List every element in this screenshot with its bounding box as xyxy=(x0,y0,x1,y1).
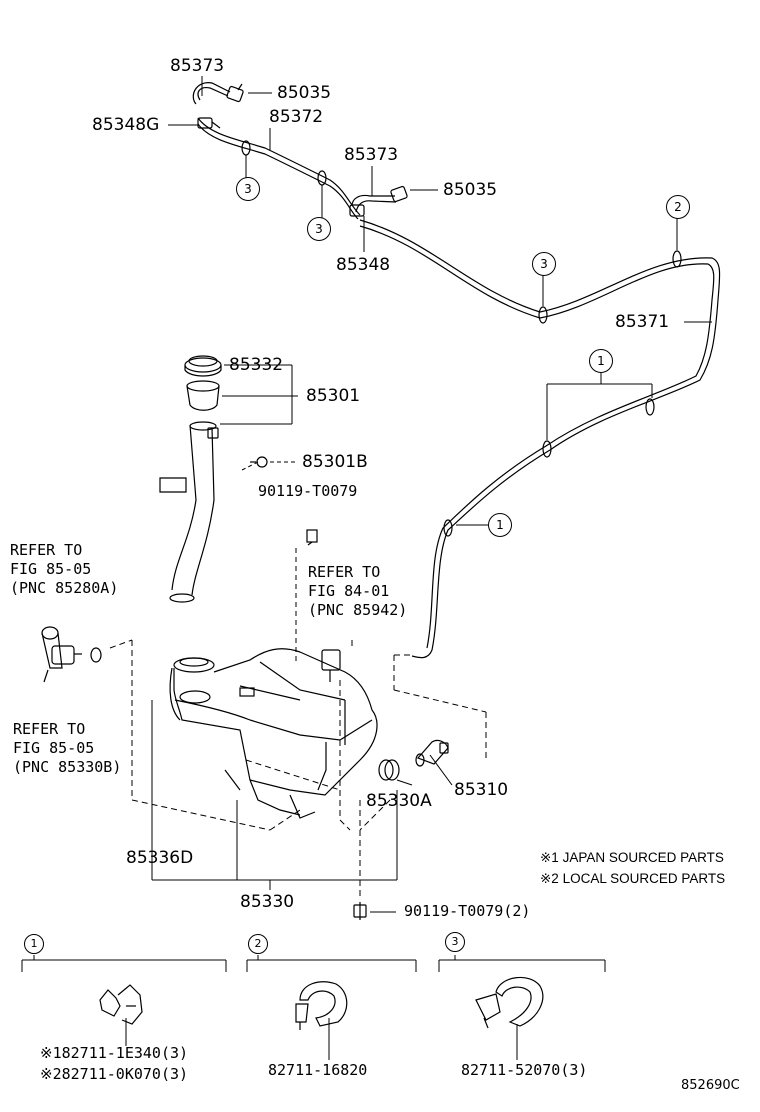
clamp-ref-1: 1 xyxy=(589,349,613,373)
hose-85373-mid xyxy=(351,185,408,213)
part-label-85348G: 85348G xyxy=(92,115,160,135)
part-label-85371: 85371 xyxy=(615,312,670,332)
clamp-ref-1: 1 xyxy=(24,934,44,954)
part-label-85332: 85332 xyxy=(229,355,284,375)
refer-note-line: REFER TO xyxy=(13,720,86,738)
legend-japan-sourced: ※1 JAPAN SOURCED PARTS xyxy=(540,850,724,865)
clamp-ref-3: 3 xyxy=(236,177,260,201)
clamp-part-3: 82711-52070(3) xyxy=(461,1061,588,1079)
part-label-85330A: 85330A xyxy=(366,791,432,811)
part-label-85035-mid: 85035 xyxy=(443,180,498,200)
clamp-ref-1: 1 xyxy=(488,513,512,537)
clamp-brackets xyxy=(21,955,606,1060)
part-label-85035-top: 85035 xyxy=(277,83,332,103)
strainer-85301 xyxy=(186,380,220,411)
refer-note-line: FIG 84-01 xyxy=(308,582,390,600)
clamp-markers xyxy=(241,140,682,537)
part-label-85372: 85372 xyxy=(269,107,324,127)
clamp-type-2 xyxy=(295,981,348,1030)
reference-lines xyxy=(109,639,487,900)
part-label-85301B: 85301B xyxy=(302,452,368,472)
part-label-85301: 85301 xyxy=(306,386,361,406)
refer-note-line: REFER TO xyxy=(10,541,83,559)
diagram-code: 852690C xyxy=(681,1078,740,1093)
joint-85348G xyxy=(197,117,221,129)
sensor-bracket xyxy=(321,649,341,682)
cap-85332 xyxy=(184,355,222,377)
leader-lines xyxy=(151,76,712,913)
clamp-part-1-japan: ※182711-1E340(3) xyxy=(40,1044,189,1062)
refer-note-line: (PNC 85330B) xyxy=(13,758,122,776)
refer-note-line: (PNC 85942) xyxy=(308,601,408,619)
hose-85373-top xyxy=(192,82,244,105)
hose-85371 xyxy=(359,219,721,659)
part-label-85373-top: 85373 xyxy=(170,56,225,76)
bolt-90119-lower xyxy=(353,902,367,920)
clamp-ref-2: 2 xyxy=(666,195,690,219)
tank-85330 xyxy=(169,648,378,819)
refer-note-line: REFER TO xyxy=(308,563,381,581)
pump-85310 xyxy=(415,739,449,767)
refer-note-line: (PNC 85280A) xyxy=(10,579,119,597)
joint-85348 xyxy=(349,204,365,217)
pump-ref-85280A xyxy=(41,626,102,683)
clamp-type-1 xyxy=(99,984,143,1025)
clamp-ref-3: 3 xyxy=(532,252,556,276)
hose-85372 xyxy=(197,117,361,220)
part-label-90119-upper: 90119-T0079 xyxy=(258,482,358,500)
bolt-90119-upper xyxy=(306,529,318,546)
grommet-85330A xyxy=(378,759,400,781)
clamp-ref-2: 2 xyxy=(248,934,268,954)
part-label-85336D: 85336D xyxy=(126,848,194,868)
clamp-part-1-local: ※282711-0K070(3) xyxy=(40,1065,189,1083)
filler-neck xyxy=(159,421,219,603)
refer-note-line: FIG 85-05 xyxy=(13,739,95,757)
clamp-ref-3: 3 xyxy=(445,932,465,952)
part-label-85373-mid: 85373 xyxy=(344,145,399,165)
bolt-85301B xyxy=(250,456,268,468)
part-label-85330: 85330 xyxy=(240,892,295,912)
part-label-90119-lower: 90119-T0079(2) xyxy=(404,902,531,920)
clamp-type-3 xyxy=(475,976,544,1029)
clamp-ref-3: 3 xyxy=(307,217,331,241)
refer-note-line: FIG 85-05 xyxy=(10,560,92,578)
part-label-85348: 85348 xyxy=(336,255,391,275)
legend-local-sourced: ※2 LOCAL SOURCED PARTS xyxy=(540,871,726,886)
clamp-part-2: 82711-16820 xyxy=(268,1061,368,1079)
part-label-85310: 85310 xyxy=(454,780,509,800)
